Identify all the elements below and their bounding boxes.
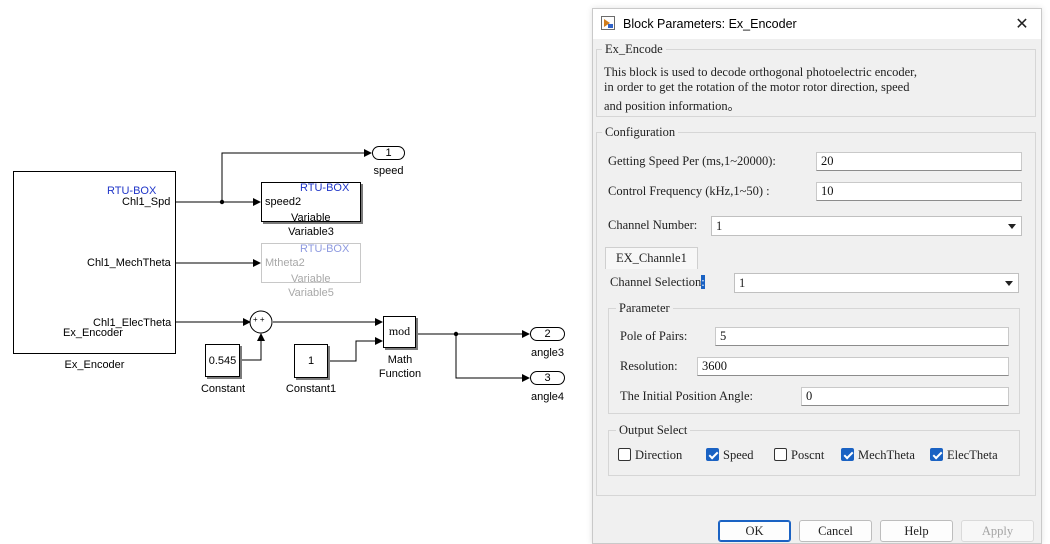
help-button[interactable]: Help — [880, 520, 953, 542]
math-function-block[interactable] — [383, 316, 416, 348]
signal-line-angle4 — [455, 334, 530, 382]
chevron-down-icon — [1008, 224, 1016, 229]
variable5-body: Variable — [291, 273, 331, 285]
port-label-chl1-mechtheta: Chl1_MechTheta — [87, 257, 171, 269]
variable5-block[interactable] — [261, 243, 361, 283]
speed-checkbox[interactable] — [706, 448, 719, 461]
channel-number-value: 1 — [716, 219, 723, 233]
parameter-group-title: Parameter — [616, 301, 673, 316]
constant1-caption: Constant1 — [285, 383, 337, 395]
speed-per-label: Getting Speed Per (ms,1~20000): — [608, 154, 776, 168]
simulink-canvas[interactable]: + + RTU-BOX Chl1_Spd Chl1_MechTheta Chl1… — [0, 0, 590, 544]
speed-per-input[interactable] — [816, 152, 1022, 171]
simulink-block-icon — [601, 16, 615, 30]
ex-encoder-caption: Ex_Encoder — [64, 359, 125, 371]
resolution-label: Resolution: — [620, 359, 678, 373]
ok-button[interactable]: OK — [718, 520, 791, 542]
poscnt-checkbox[interactable] — [774, 448, 787, 461]
initial-angle-input[interactable] — [801, 387, 1009, 406]
variable5-header: RTU-BOX — [300, 243, 350, 255]
dialog-title: Block Parameters: Ex_Encoder — [623, 17, 797, 31]
resolution-input[interactable] — [697, 357, 1009, 376]
channel-number-label: Channel Number: — [608, 218, 698, 232]
variable3-caption: Variable3 — [288, 226, 334, 238]
configuration-group-title: Configuration — [602, 125, 679, 140]
variable3-header: RTU-BOX — [300, 182, 350, 194]
output-select-group-title: Output Select — [616, 423, 691, 438]
variable3-body: Variable — [291, 212, 331, 224]
pole-pairs-input[interactable] — [715, 327, 1009, 346]
math-function-caption-2: Function — [378, 368, 422, 380]
mechtheta-label: MechTheta — [858, 448, 915, 462]
direction-checkbox[interactable] — [618, 448, 631, 461]
description-group-title: Ex_Encode — [602, 42, 666, 57]
chevron-down-icon — [1005, 281, 1013, 286]
math-function-op: mod — [388, 324, 411, 338]
constant-value: 0.545 — [208, 355, 237, 367]
channel-selection-select[interactable]: 1 — [734, 273, 1019, 293]
speed-label: Speed — [723, 448, 754, 462]
outport-3-name: angle4 — [530, 391, 565, 403]
sum-signs: + + — [253, 315, 265, 324]
signal-line-constant1 — [328, 337, 383, 362]
pole-pairs-label: Pole of Pairs: — [620, 329, 688, 343]
signal-line-speed-out — [221, 149, 372, 202]
block-parameters-dialog: Block Parameters: Ex_Encoder ✕ Ex_Encode… — [592, 8, 1042, 544]
output-select-group — [608, 430, 1020, 476]
configuration-group — [596, 132, 1036, 496]
port-label-ex-encoder: Ex_Encoder — [63, 327, 123, 339]
control-frequency-label: Control Frequency (kHz,1~50) : — [608, 184, 770, 198]
channel-selection-value: 1 — [739, 276, 746, 290]
description-line-1: This block is used to decode orthogonal … — [604, 65, 917, 79]
outport-2[interactable]: 2 — [530, 327, 565, 341]
outport-2-name: angle3 — [530, 347, 565, 359]
electheta-label: ElecTheta — [947, 448, 998, 462]
description-group — [596, 49, 1036, 117]
constant-caption: Constant — [200, 383, 246, 395]
math-function-caption-1: Math — [387, 354, 413, 366]
poscnt-label: Poscnt — [791, 448, 825, 462]
constant1-block[interactable] — [294, 344, 328, 378]
outport-1[interactable]: 1 — [372, 146, 405, 160]
branch-point — [453, 331, 459, 337]
variable5-port: Mtheta2 — [265, 257, 305, 269]
text-selection-highlight: : — [701, 275, 705, 289]
port-label-chl1-spd: Chl1_Spd — [122, 196, 171, 208]
outport-3[interactable]: 3 — [530, 371, 565, 385]
close-icon[interactable]: ✕ — [1015, 14, 1029, 33]
constant-block[interactable] — [205, 344, 240, 377]
ex-encoder-header: RTU-BOX — [107, 185, 157, 197]
signal-line-constant — [240, 333, 265, 361]
channel-selection-label: Channel Selection: — [610, 275, 705, 289]
dialog-titlebar[interactable]: Block Parameters: Ex_Encoder ✕ — [593, 9, 1041, 39]
outport-1-name: speed — [373, 165, 404, 177]
ex-encoder-block[interactable] — [13, 171, 176, 354]
cancel-button[interactable]: Cancel — [799, 520, 872, 542]
description-line-2: in order to get the rotation of the moto… — [604, 80, 910, 94]
apply-button[interactable]: Apply — [961, 520, 1034, 542]
port-label-chl1-electheta: Chl1_ElecTheta — [93, 317, 172, 329]
description-line-3: and position information。 — [604, 99, 741, 113]
channel-number-select[interactable]: 1 — [711, 216, 1022, 236]
variable5-caption: Variable5 — [288, 287, 334, 299]
control-frequency-input[interactable] — [816, 182, 1022, 201]
mechtheta-checkbox[interactable] — [841, 448, 854, 461]
signal-lines — [176, 149, 530, 382]
sum-block — [249, 310, 273, 334]
parameter-group — [608, 308, 1020, 414]
initial-angle-label: The Initial Position Angle: — [620, 389, 753, 403]
branch-point — [219, 199, 225, 205]
direction-label: Direction — [635, 448, 683, 462]
tab-ex-channle1[interactable]: EX_Channle1 — [605, 247, 698, 269]
electheta-checkbox[interactable] — [930, 448, 943, 461]
constant1-value: 1 — [307, 355, 315, 367]
variable3-block[interactable] — [261, 182, 361, 222]
variable3-port: speed2 — [265, 196, 302, 208]
